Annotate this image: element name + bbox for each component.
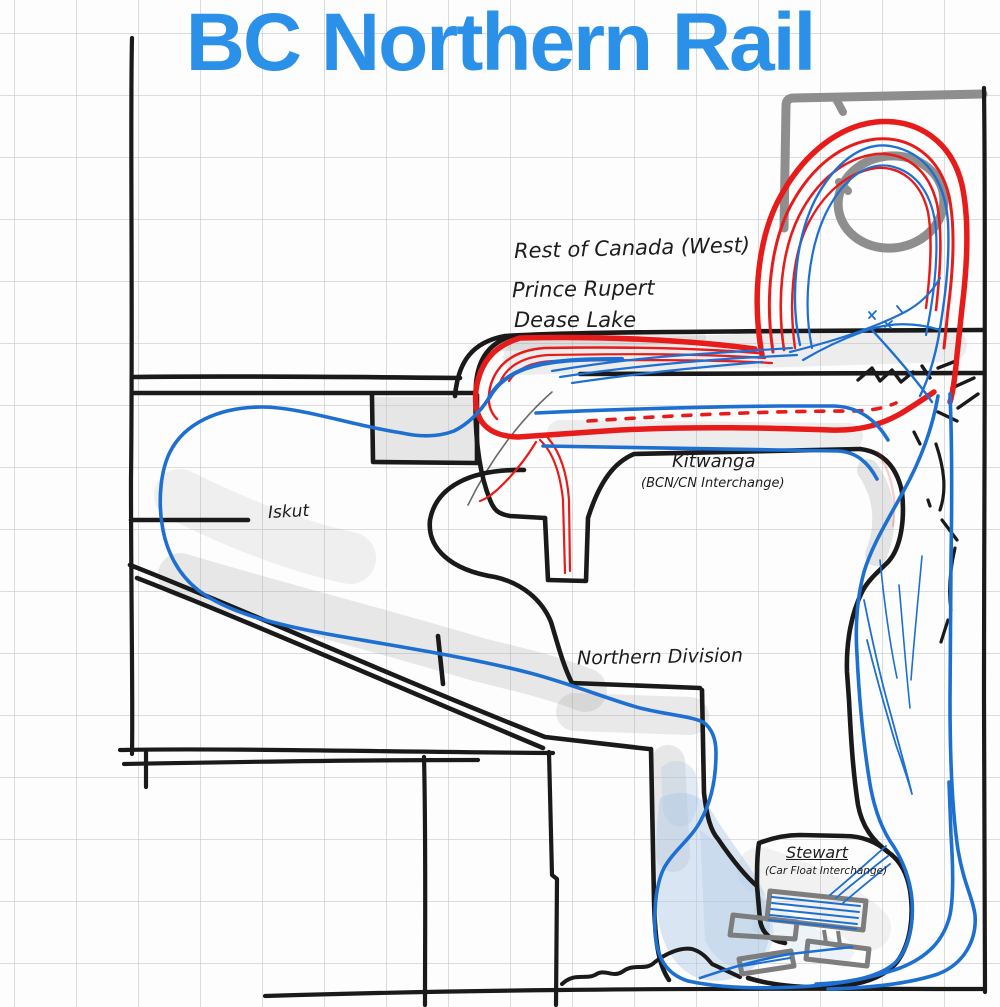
cn-red-tracks — [472, 118, 970, 575]
car-float-yard-pier — [764, 888, 869, 933]
bcn-blue-tracks — [158, 144, 977, 991]
label-stewart: Stewart — [786, 843, 849, 862]
label-stewart-carfloat-note: (Car Float Interchange) — [765, 865, 888, 877]
room-walls — [117, 35, 988, 1007]
pier-west — [727, 912, 800, 942]
benchwork-outline — [127, 327, 986, 990]
label-kitwanga-interchange-note: (BCN/CN Interchange) — [641, 476, 785, 491]
label-dease-lake: Dease Lake — [514, 308, 637, 332]
label-prince-rupert: Prince Rupert — [511, 275, 655, 303]
dock-south — [736, 948, 797, 977]
label-iskut: Iskut — [267, 500, 310, 524]
staging-area-border — [779, 89, 988, 233]
layout-title: BC Northern Rail — [185, 0, 817, 88]
label-kitwanga: Kitwanga — [672, 451, 756, 472]
label-northern-division: Northern Division — [576, 644, 744, 670]
